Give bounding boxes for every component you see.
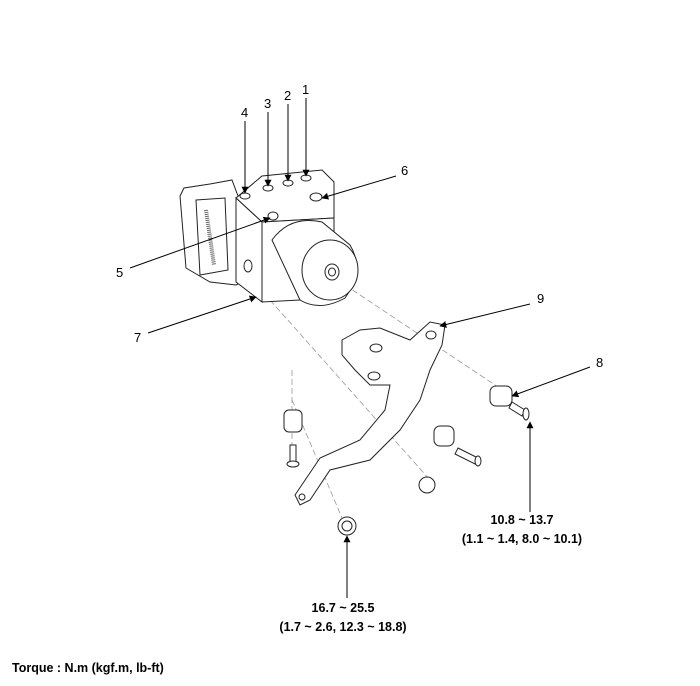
- callout-3: 3: [264, 96, 272, 111]
- callout-2: 2: [284, 88, 292, 103]
- callout-9: 9: [537, 291, 545, 306]
- abs-motor: [271, 220, 359, 306]
- callout-4: 4: [241, 105, 249, 120]
- callout-5: 5: [116, 265, 124, 280]
- torque-nm: 16.7 ~ 25.5: [311, 601, 375, 615]
- torque-spec-nut: 16.7 ~ 25.5 (1.7 ~ 2.6, 12.3 ~ 18.8): [243, 599, 443, 637]
- torque-spec-bracket-bolt: 10.8 ~ 13.7 (1.1 ~ 1.4, 8.0 ~ 10.1): [422, 511, 622, 549]
- torque-alt-units: (1.7 ~ 2.6, 12.3 ~ 18.8): [279, 620, 407, 634]
- torque-units-note: Torque : N.m (kgf.m, lb-ft): [12, 661, 164, 675]
- mounting-bracket: [294, 321, 446, 506]
- callout-8: 8: [596, 355, 604, 370]
- hardware: [283, 385, 530, 536]
- torque-alt-units: (1.1 ~ 1.4, 8.0 ~ 10.1): [461, 532, 583, 546]
- abs-ecu: [179, 179, 247, 286]
- callout-1: 1: [302, 82, 310, 97]
- callout-7: 7: [134, 330, 142, 345]
- leader-arrows: [129, 98, 591, 598]
- callout-6: 6: [401, 163, 409, 178]
- torque-nm: 10.8 ~ 13.7: [490, 513, 554, 527]
